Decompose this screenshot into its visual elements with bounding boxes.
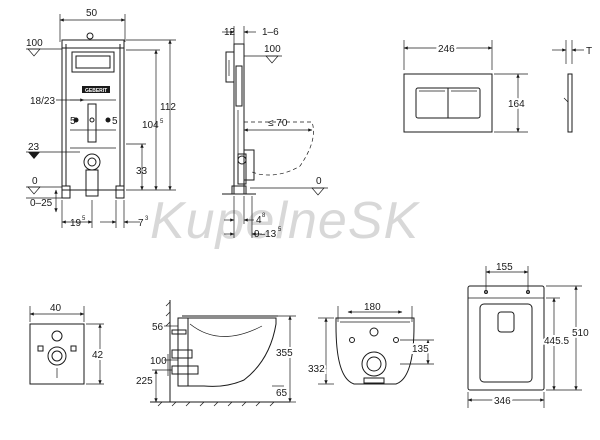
dim-side-4-sup: 8 xyxy=(262,213,266,219)
dim-top-width: 346 xyxy=(494,396,511,407)
toilet-back-view: 180 135 332 xyxy=(306,302,434,385)
geberit-logo: GEBERIT xyxy=(85,88,107,94)
dim-back-width: 180 xyxy=(364,302,381,313)
toilet-top-view: 155 445.5 510 346 xyxy=(467,262,591,409)
dim-toilet-355: 355 xyxy=(276,348,293,359)
watermark-text: KupelneSK xyxy=(150,192,421,250)
dim-height-104: 104 xyxy=(142,120,159,131)
level-23-label: 23 xyxy=(28,142,40,153)
dim-back-332: 332 xyxy=(308,364,325,375)
frame-front-view: 50 100 GEBERIT 18/23 xyxy=(26,8,176,229)
dim-bracket-height: 42 xyxy=(92,350,104,361)
side-level-100-label: 100 xyxy=(264,44,281,55)
frame-side-view: 12 1–6 100 ≤ 70 0 4 8 xyxy=(222,26,328,240)
dim-toilet-56: 56 xyxy=(152,322,164,333)
dim-foot-19-sup: 5 xyxy=(82,216,86,222)
dim-toilet-65: 65 xyxy=(276,388,288,399)
dim-toilet-225: 225 xyxy=(136,376,153,387)
dim-bracket-width: 40 xyxy=(50,303,62,314)
dim-height-104-sup: 5 xyxy=(160,119,164,125)
dim-plate-width: 246 xyxy=(438,44,455,55)
level-0-label: 0 xyxy=(32,176,38,187)
dim-front-width: 50 xyxy=(86,8,98,19)
dim-side-4: 4 xyxy=(256,215,262,226)
dim-foot-7-sup: 3 xyxy=(145,216,149,222)
flush-plate-view: 246 164 T xyxy=(403,40,592,133)
dim-side-12: 12 xyxy=(224,27,236,38)
range-label: 0–25 xyxy=(30,198,53,209)
dim-side-9-13: 9–13 xyxy=(254,229,277,240)
dim-left-5: 5 xyxy=(70,116,76,127)
dim-depth-70: ≤ 70 xyxy=(268,118,288,129)
slope-label: 18/23 xyxy=(30,96,55,107)
dim-height-112: 112 xyxy=(160,102,176,113)
dim-top-outer: 510 xyxy=(572,328,589,339)
level-100-label: 100 xyxy=(26,38,43,49)
dim-top-155: 155 xyxy=(496,262,513,273)
bracket-plate-view: 40 42 xyxy=(29,303,106,385)
dim-side-9-13-sup: 5 xyxy=(278,227,282,233)
toilet-side-view: 56 100 225 355 65 xyxy=(136,300,296,407)
dim-right-5: 5 xyxy=(112,116,118,127)
dim-foot-19: 19 xyxy=(70,218,82,229)
dim-plate-height: 164 xyxy=(508,99,525,110)
dim-foot-7: 7 xyxy=(138,218,144,229)
dim-back-135: 135 xyxy=(412,344,429,355)
side-level-0-label: 0 xyxy=(316,176,322,187)
dim-height-33: 33 xyxy=(136,166,148,177)
dim-side-1-6: 1–6 xyxy=(262,27,279,38)
dim-toilet-100: 100 xyxy=(150,356,167,367)
dim-top-length: 445.5 xyxy=(544,336,569,347)
dim-plate-thickness: T xyxy=(586,46,592,57)
